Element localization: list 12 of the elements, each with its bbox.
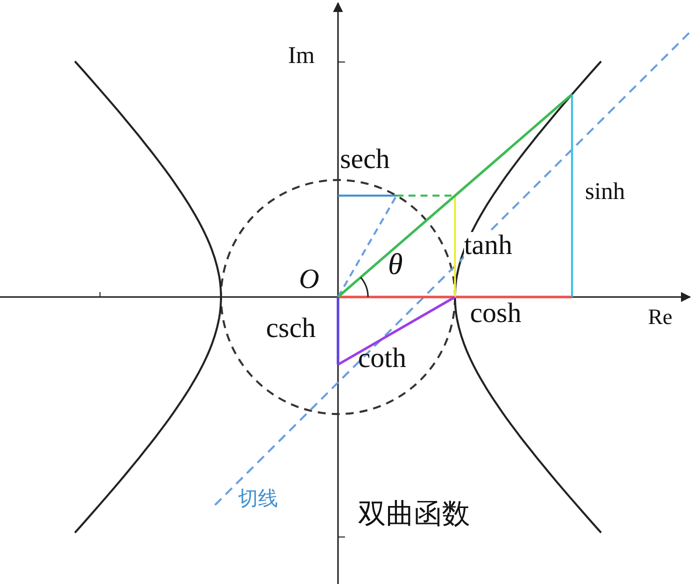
axis-label: Im xyxy=(288,44,315,68)
origin-label: O xyxy=(299,266,320,294)
angle-label: θ xyxy=(388,250,403,280)
function-label: coth xyxy=(358,345,406,373)
function-label: sinh xyxy=(585,180,626,204)
caption-text: 双曲函数 xyxy=(358,500,470,528)
function-label: cosh xyxy=(470,300,522,328)
function-label: tanh xyxy=(464,232,512,260)
function-label: sech xyxy=(340,146,390,174)
function-label: csch xyxy=(266,315,316,343)
tangent-label: 切线 xyxy=(238,488,278,508)
axis-label: Re xyxy=(648,306,672,328)
